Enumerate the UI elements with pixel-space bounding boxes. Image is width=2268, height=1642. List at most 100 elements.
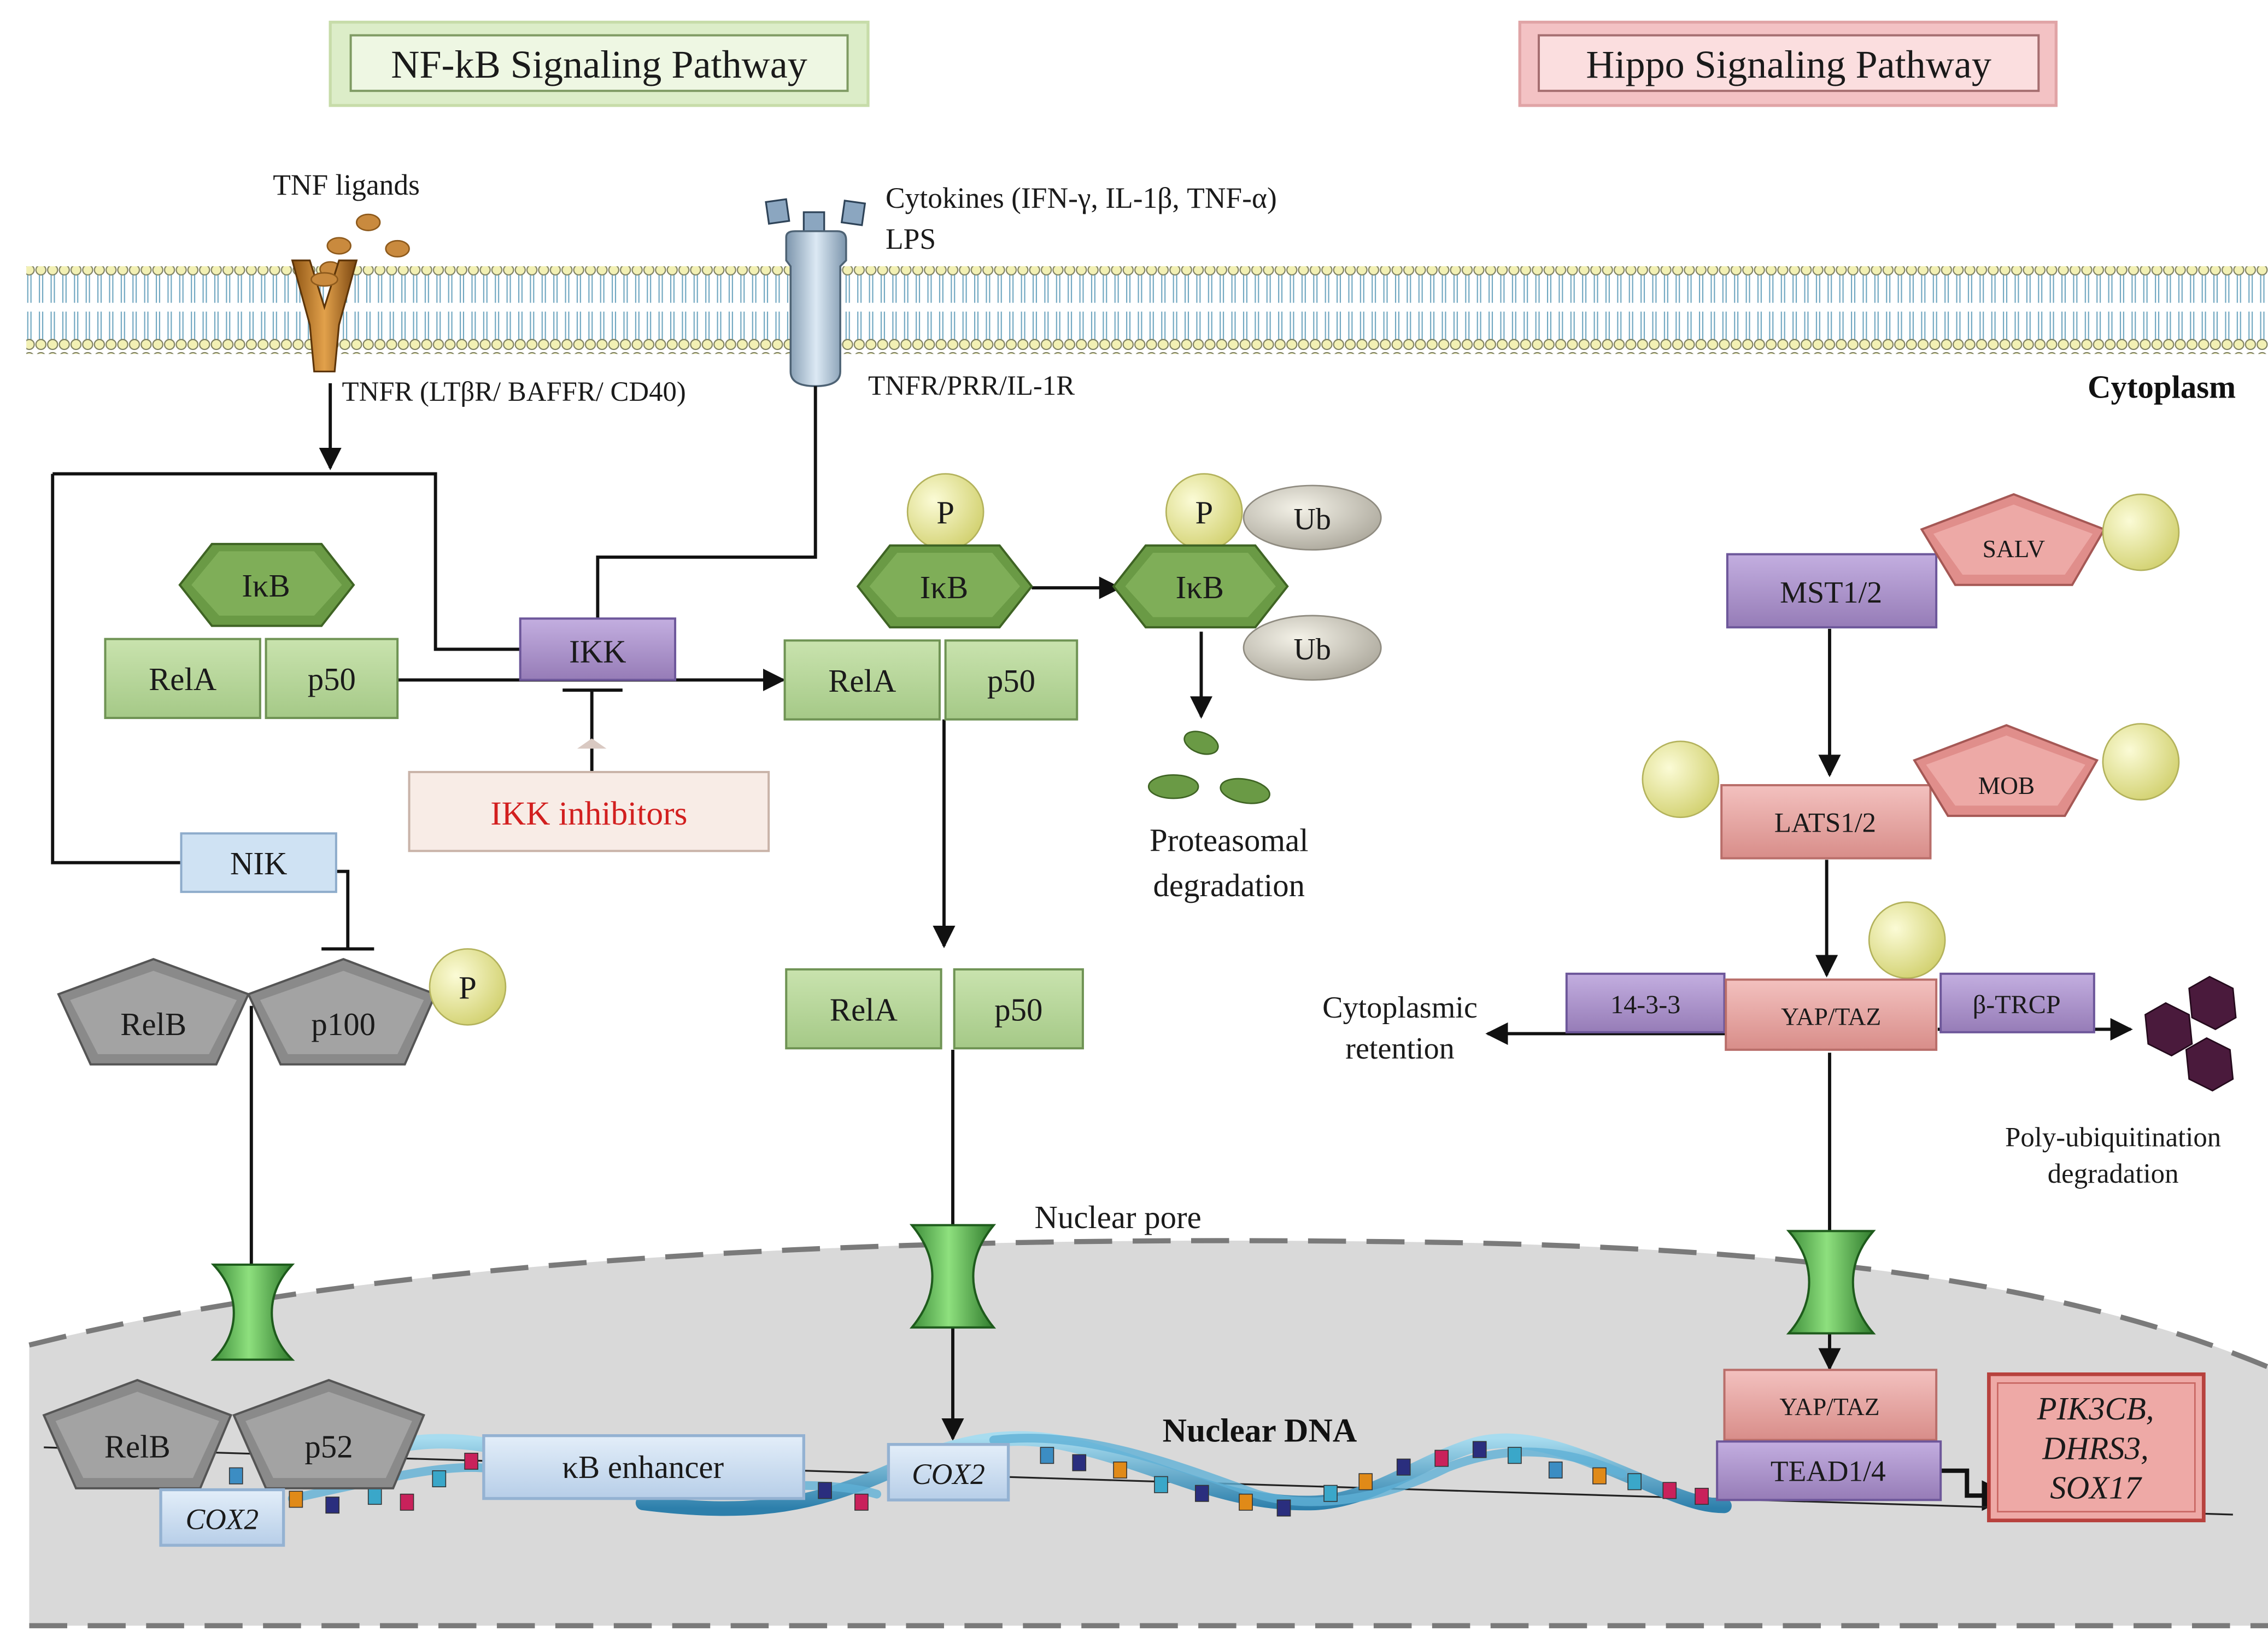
ikb-protein-left: IκB <box>178 542 355 627</box>
nuclear-pore-left <box>210 1263 295 1361</box>
svg-text:p50: p50 <box>987 663 1035 699</box>
ubiquitin-top: Ub <box>1243 484 1382 551</box>
svg-text:IκB: IκB <box>1176 570 1224 605</box>
svg-text:NIK: NIK <box>230 846 288 881</box>
svg-text:RelA: RelA <box>149 662 217 697</box>
cytoplasm-label: Cytoplasm <box>2088 370 2236 405</box>
svg-text:YAP/TAZ: YAP/TAZ <box>1781 1003 1881 1030</box>
svg-text:Ub: Ub <box>1293 633 1331 667</box>
cytokines-label: Cytokines (IFN-γ, IL-1β, TNF-α) <box>886 182 1277 214</box>
ubiquitin-bottom: Ub <box>1243 615 1382 681</box>
nfkb-title: NF-kB Signaling Pathway <box>391 43 807 86</box>
phospho-badge-salv <box>2102 493 2180 571</box>
tnf-ligands-label: TNF ligands <box>273 168 420 201</box>
svg-text:RelB: RelB <box>120 1007 186 1042</box>
yaptaz-cyto: YAP/TAZ <box>1725 978 1938 1051</box>
svg-text:RelA: RelA <box>828 663 896 699</box>
tnf-ligand-particles <box>319 213 410 278</box>
svg-text:β-TRCP: β-TRCP <box>1973 990 2061 1019</box>
proteasomal-degradation-label: degradation <box>1153 868 1305 903</box>
rela-protein-left: RelA <box>104 638 261 720</box>
ikb-protein-middle: IκB <box>856 544 1033 629</box>
phospho-badge-yap <box>1868 901 1946 979</box>
polyubiquitin-chains <box>2144 975 2237 1092</box>
dna-base-pairs <box>228 1441 1709 1517</box>
target-genes-box: PIK3CB, DHRS3, SOX17 <box>1987 1372 2206 1523</box>
svg-text:MST1/2: MST1/2 <box>1780 576 1882 610</box>
svg-text:P: P <box>936 495 954 530</box>
phospho-badge-ikb-right: P <box>1165 473 1243 551</box>
svg-text:IKK inhibitors: IKK inhibitors <box>490 795 687 832</box>
svg-text:P: P <box>459 970 477 1006</box>
nfkb-title-box: NF-kB Signaling Pathway <box>329 20 870 107</box>
svg-text:RelA: RelA <box>830 992 898 1027</box>
phospho-badge-mob <box>2102 723 2180 801</box>
ikk-inhibitors-box: IKK inhibitors <box>408 738 770 852</box>
svg-text:LATS1/2: LATS1/2 <box>1774 808 1876 838</box>
kb-enhancer: κB enhancer <box>482 1434 806 1500</box>
p100-protein: p100 <box>247 957 437 1066</box>
nucleus <box>29 1240 2268 1626</box>
hippo-title-box: Hippo Signaling Pathway <box>1518 20 2058 107</box>
phospho-badge-p100: P <box>429 948 507 1026</box>
nuclear-dna-label: Nuclear DNA <box>1163 1412 1357 1449</box>
mst12-kinase: MST1/2 <box>1726 553 1938 629</box>
tnfr-left-label: TNFR (LTβR/ BAFFR/ CD40) <box>342 376 686 407</box>
svg-text:P: P <box>1195 495 1213 530</box>
nuclear-pore-right <box>1786 1230 1876 1335</box>
cox2-gene-left: COX2 <box>159 1488 285 1547</box>
cytokine-particles <box>765 198 866 235</box>
proteasomal-label: Proteasomal <box>1150 822 1309 858</box>
svg-text:MOB: MOB <box>1978 772 2035 799</box>
lps-label: LPS <box>886 223 936 255</box>
cytoplasmic-retention-label: Cytoplasmic <box>1322 991 1478 1025</box>
relb-protein-nucleus: RelB <box>42 1378 233 1489</box>
btrcp-protein: β-TRCP <box>1939 972 2095 1033</box>
gene-pik3cb: PIK3CB, <box>2037 1391 2154 1427</box>
poly-ubiquitination-label: Poly-ubiquitination <box>2005 1121 2221 1152</box>
tnfr-right-label: TNFR/PRR/IL-1R <box>868 370 1075 401</box>
yaptaz-nucleus: YAP/TAZ <box>1723 1369 1938 1441</box>
salv-protein: SALV <box>1920 493 2106 586</box>
tead14-factor: TEAD1/4 <box>1716 1440 1942 1501</box>
tnfr-prr-receptor <box>785 230 847 387</box>
svg-text:p50: p50 <box>994 992 1042 1027</box>
poly-ubiquitination-degradation-label: degradation <box>2048 1158 2179 1189</box>
svg-text:14-3-3: 14-3-3 <box>1610 990 1680 1019</box>
gene-dhrs3: DHRS3, <box>2042 1430 2148 1466</box>
svg-text:RelB: RelB <box>104 1429 171 1465</box>
rela-protein-lower: RelA <box>785 968 942 1050</box>
cytoplasmic-retention-label-2: retention <box>1345 1032 1454 1066</box>
ikb-protein-ubiquitinated: IκB <box>1112 544 1289 629</box>
svg-text:TEAD1/4: TEAD1/4 <box>1771 1455 1886 1488</box>
phospho-badge-lats <box>1642 740 1720 819</box>
ikk-kinase: IKK <box>519 617 677 681</box>
svg-text:SALV: SALV <box>1983 535 2046 563</box>
svg-text:YAP/TAZ: YAP/TAZ <box>1779 1393 1879 1421</box>
svg-text:COX2: COX2 <box>912 1458 985 1491</box>
hippo-title: Hippo Signaling Pathway <box>1586 43 1991 86</box>
lats12-kinase: LATS1/2 <box>1720 784 1932 860</box>
p52-protein: p52 <box>232 1378 425 1489</box>
mob-protein: MOB <box>1913 724 2099 817</box>
nuclear-envelope-top <box>28 1238 2268 1370</box>
gene-sox17: SOX17 <box>2050 1470 2142 1506</box>
phospho-badge-ikb-mid: P <box>906 473 984 551</box>
nik-kinase: NIK <box>180 832 337 893</box>
tnfr-receptor-left <box>291 259 358 373</box>
p50-protein-middle: p50 <box>944 639 1079 721</box>
protein-14-3-3: 14-3-3 <box>1565 972 1726 1033</box>
relb-protein-cyto: RelB <box>57 957 250 1066</box>
svg-text:IκB: IκB <box>242 568 290 604</box>
nuclear-pore-middle <box>909 1224 997 1329</box>
nuclear-pore-label: Nuclear pore <box>1034 1200 1201 1235</box>
svg-text:IKK: IKK <box>569 634 626 669</box>
svg-text:κB enhancer: κB enhancer <box>562 1450 724 1485</box>
svg-text:p52: p52 <box>304 1429 353 1465</box>
svg-text:p100: p100 <box>311 1007 376 1042</box>
cox2-gene-middle: COX2 <box>887 1442 1010 1501</box>
svg-text:Ub: Ub <box>1293 502 1331 536</box>
svg-text:p50: p50 <box>308 662 356 697</box>
svg-text:IκB: IκB <box>920 570 968 605</box>
